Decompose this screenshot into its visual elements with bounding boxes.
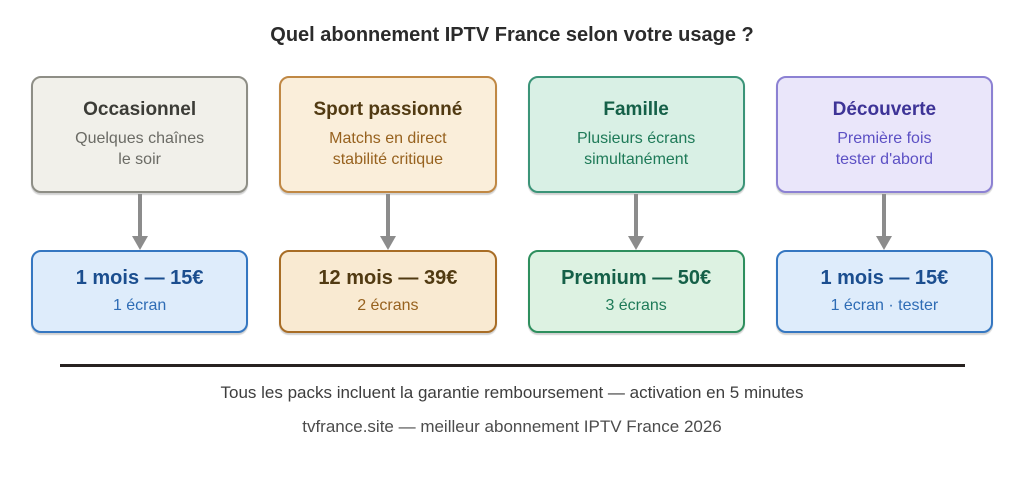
pack-card-subtitle: 1 écran <box>112 297 167 315</box>
footer-site-text: tvfrance.site — meilleur abonnement IPTV… <box>302 417 722 436</box>
pack-card: 1 mois — 15€ 1 écran · tester <box>775 250 993 333</box>
down-arrow-icon <box>379 193 396 250</box>
usage-card-subtitle: Quelques chaînes le soir <box>75 129 205 168</box>
pack-card-subtitle: 2 écrans <box>357 297 419 315</box>
usage-card-subtitle: Matchs en direct stabilité critique <box>329 129 447 168</box>
pack-card: 12 mois — 39€ 2 écrans <box>279 250 497 333</box>
usage-card-title: Sport passionné <box>313 98 463 120</box>
usage-card: Occasionnel Quelques chaînes le soir <box>31 76 249 193</box>
pack-card-title: Premium — 50€ <box>561 267 712 290</box>
down-arrow-icon <box>876 193 893 250</box>
column-famille: Famille Plusieurs écrans simultanément P… <box>527 76 745 333</box>
plans-grid: Occasionnel Quelques chaînes le soir 1 m… <box>0 76 1024 333</box>
arrow-cell <box>31 193 248 250</box>
pack-card-title: 12 mois — 39€ <box>318 267 458 290</box>
column-occasionnel: Occasionnel Quelques chaînes le soir 1 m… <box>31 76 249 333</box>
usage-card: Sport passionné Matchs en direct stabili… <box>279 76 497 193</box>
down-arrow-icon <box>628 193 645 250</box>
divider-line <box>60 364 965 367</box>
usage-card-title: Famille <box>603 98 669 120</box>
arrow-cell <box>776 193 993 250</box>
usage-card-title: Découverte <box>832 98 937 120</box>
pack-card: 1 mois — 15€ 1 écran <box>31 250 249 333</box>
arrow-cell <box>279 193 496 250</box>
pack-card: Premium — 50€ 3 écrans <box>527 250 745 333</box>
usage-card-subtitle: Plusieurs écrans simultanément <box>576 129 696 168</box>
usage-card: Découverte Première fois tester d'abord <box>775 76 993 193</box>
footer-guarantee-text: Tous les packs incluent la garantie remb… <box>220 383 804 402</box>
pack-card-subtitle: 3 écrans <box>605 297 667 315</box>
pack-card-title: 1 mois — 15€ <box>820 267 949 290</box>
usage-card: Famille Plusieurs écrans simultanément <box>527 76 745 193</box>
down-arrow-icon <box>131 193 148 250</box>
usage-card-subtitle: Première fois tester d'abord <box>835 129 934 168</box>
column-decouverte: Découverte Première fois tester d'abord … <box>775 76 993 333</box>
page-title: Quel abonnement IPTV France selon votre … <box>270 24 754 46</box>
arrow-cell <box>528 193 745 250</box>
pack-card-subtitle: 1 écran · tester <box>830 297 939 315</box>
pack-card-title: 1 mois — 15€ <box>75 267 204 290</box>
usage-card-title: Occasionnel <box>83 98 197 120</box>
column-sport: Sport passionné Matchs en direct stabili… <box>279 76 497 333</box>
